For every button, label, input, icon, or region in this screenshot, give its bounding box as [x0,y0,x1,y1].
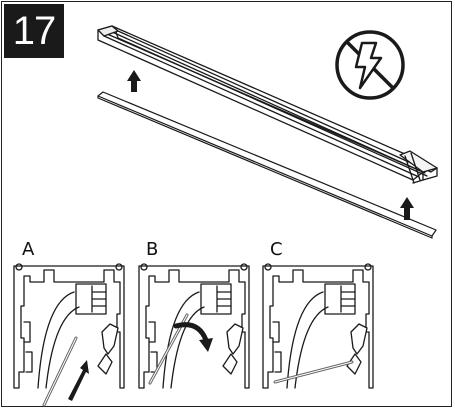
led-profile-channel [97,25,438,184]
detail-panel-b [138,263,250,389]
diffuser-strip [97,91,437,239]
panel-c-seated [273,360,354,384]
panel-label-b: B [146,239,159,260]
detail-panel-c [262,263,374,389]
up-arrow-icon [127,70,141,92]
insert-arrow-icon [68,360,89,401]
detail-panel-a [13,263,125,389]
panel-a-insert [42,336,89,407]
rotate-arrow-icon [173,322,213,352]
panel-label-a: A [22,239,35,260]
panel-label-c: C [270,239,283,260]
step-number-badge: 17 [4,4,64,58]
panel-b-rotate [148,313,213,385]
up-arrow-icon [400,197,414,220]
no-electricity-icon [335,30,405,100]
